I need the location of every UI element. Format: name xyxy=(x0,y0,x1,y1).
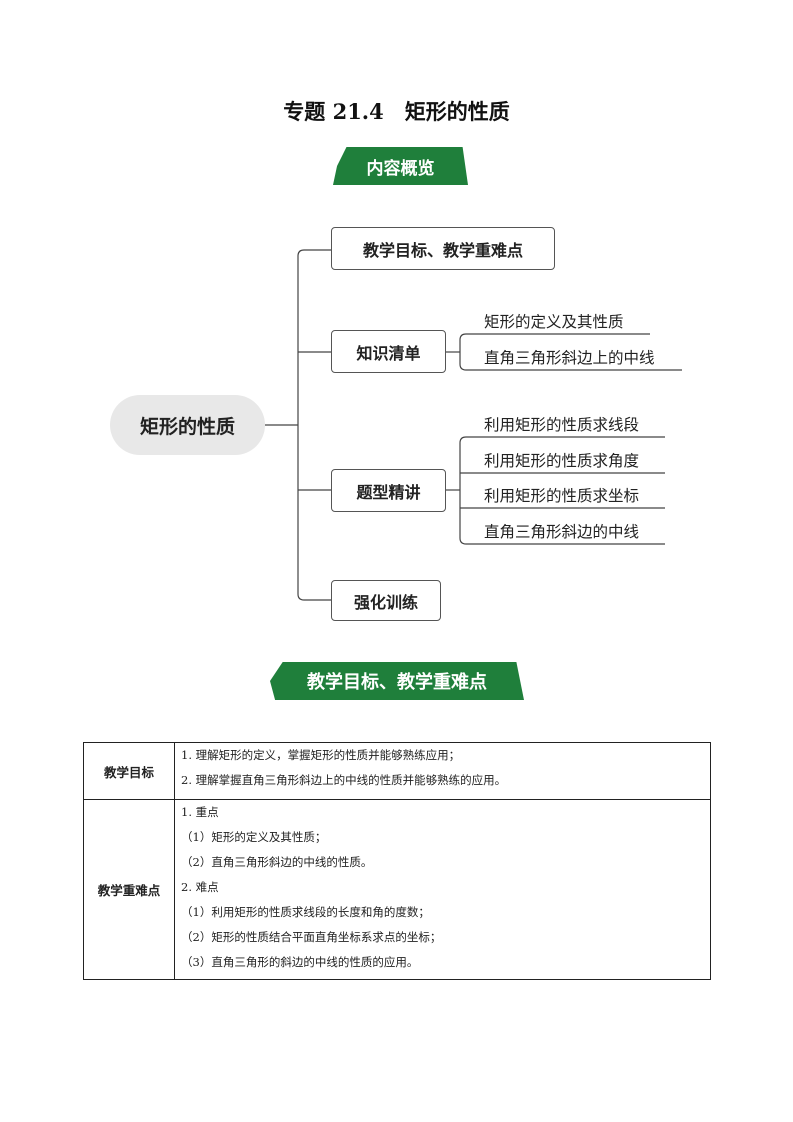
mindmap-leaf: 利用矩形的性质求线段 xyxy=(484,416,640,434)
table-line: 2. 理解掌握直角三角形斜边上的中线的性质并能够熟练的应用。 xyxy=(181,773,507,787)
table-line: （2）矩形的性质结合平面直角坐标系求点的坐标； xyxy=(181,930,442,944)
mindmap-leaf: 直角三角形斜边的中线 xyxy=(484,523,640,541)
mindmap-root: 矩形的性质 xyxy=(110,395,265,455)
mindmap-leaf: 矩形的定义及其性质 xyxy=(484,313,624,331)
mindmap-node-goals: 教学目标、教学重难点 xyxy=(331,227,555,270)
row-header: 教学目标 xyxy=(83,742,175,800)
mindmap-leaf: 利用矩形的性质求角度 xyxy=(484,452,640,470)
mindmap-node-examples: 题型精讲 xyxy=(331,469,446,512)
section-banner-goals: 教学目标、教学重难点 xyxy=(270,662,524,700)
table-row: 教学重难点 1. 重点 （1）矩形的定义及其性质； （2）直角三角形斜边的中线的… xyxy=(83,799,711,980)
mindmap-leaf: 利用矩形的性质求坐标 xyxy=(484,487,640,505)
table-line: （2）直角三角形斜边的中线的性质。 xyxy=(181,855,373,869)
section-banner-overview: 内容概览 xyxy=(333,147,468,185)
row-header: 教学重难点 xyxy=(83,799,175,980)
table-line: 1. 重点 xyxy=(181,805,219,819)
table-line: 2. 难点 xyxy=(181,880,219,894)
mindmap-node-knowledge: 知识清单 xyxy=(331,330,446,373)
table-line: （1）利用矩形的性质求线段的长度和角的度数； xyxy=(181,905,430,919)
mindmap-connectors xyxy=(265,249,682,601)
mindmap-leaf: 直角三角形斜边上的中线 xyxy=(484,349,655,367)
page-title: 专题 21.4 矩形的性质 xyxy=(283,99,510,124)
table-row: 教学目标 1. 理解矩形的定义，掌握矩形的性质并能够熟练应用； 2. 理解掌握直… xyxy=(83,742,711,800)
table-line: （1）矩形的定义及其性质； xyxy=(181,830,327,844)
goals-table: 教学目标 1. 理解矩形的定义，掌握矩形的性质并能够熟练应用； 2. 理解掌握直… xyxy=(83,742,711,980)
table-line: （3）直角三角形的斜边的中线的性质的应用。 xyxy=(181,955,419,969)
table-line: 1. 理解矩形的定义，掌握矩形的性质并能够熟练应用； xyxy=(181,748,461,762)
mindmap-node-practice: 强化训练 xyxy=(331,580,441,621)
